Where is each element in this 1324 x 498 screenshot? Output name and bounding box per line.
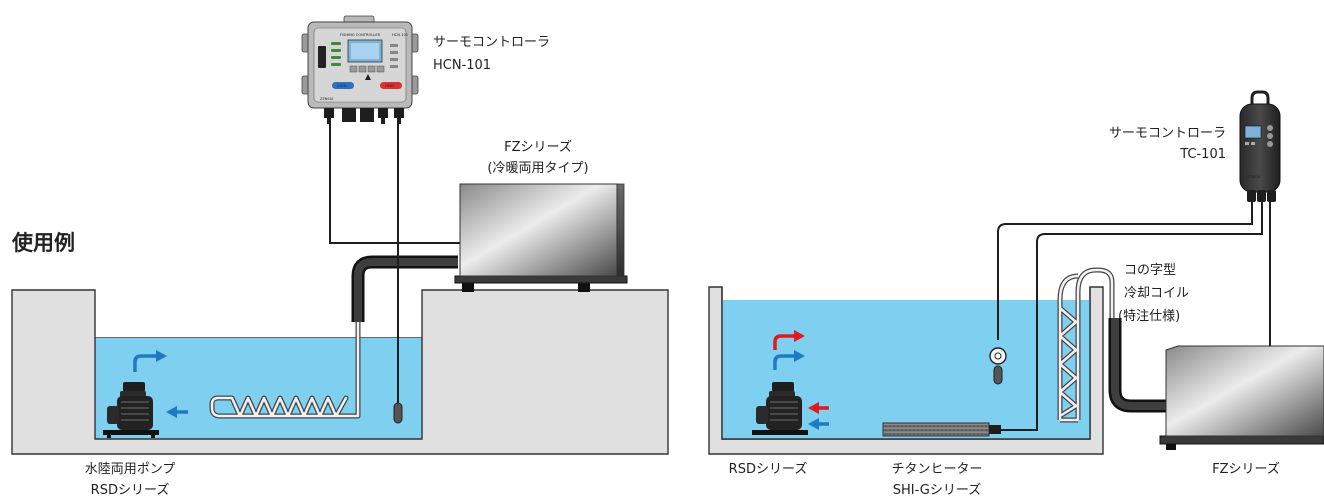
controller-panel-model: HCN-101	[392, 33, 408, 37]
right-temperature-sensor-icon	[989, 347, 1007, 385]
right-system: ZENSUI サーモコントローラ TC-101 コの字型 冷却コイル (特注仕様…	[708, 90, 1324, 498]
left-temperature-sensor-icon	[393, 402, 403, 424]
left-inflow-arrowhead-icon	[166, 406, 177, 418]
right-sensor-cable	[997, 200, 1253, 340]
left-system: FISHING CONTROLLER HCN-101 COOL HEAT ZEN…	[11, 15, 669, 498]
tc-101-label-line2: TC-101	[1179, 147, 1226, 162]
hcn-101-label-line1: サーモコントローラ	[433, 35, 550, 50]
right-outflow-red-arrowhead-icon	[794, 330, 805, 342]
u-shaped-cooling-coil	[1057, 267, 1115, 423]
right-outflow-blue-arrow-icon	[773, 354, 796, 370]
left-outflow-arrowhead-icon	[156, 350, 167, 362]
left-cooler-label-line1: FZシリーズ	[504, 139, 572, 155]
left-cooler-label-line2: (冷暖両用タイプ)	[487, 161, 588, 176]
tc-101-brand-label: ZENSUI	[1247, 175, 1260, 179]
tc-101-label-line1: サーモコントローラ	[1109, 126, 1226, 141]
left-pump-icon	[103, 382, 159, 438]
heater-label-line2: SHI-Gシリーズ	[893, 482, 981, 498]
left-pump-label-line1: 水陸両用ポンプ	[85, 461, 176, 477]
right-cooler-label: FZシリーズ	[1212, 461, 1280, 477]
controller-heat-button-label: HEAT	[385, 84, 395, 88]
page-title: 使用例	[11, 231, 75, 255]
hcn-101-controller-icon: FISHING CONTROLLER HCN-101 COOL HEAT ZEN…	[301, 15, 419, 124]
controller-panel-title: FISHING CONTROLLER	[340, 33, 381, 37]
coil-label-line2: 冷却コイル	[1124, 286, 1189, 301]
coil-label-line3: (特注仕様)	[1118, 309, 1180, 324]
controller-brand-label: ZENSUI	[320, 97, 333, 101]
left-outflow-arrow-icon	[133, 354, 158, 372]
right-heater-cable	[1001, 200, 1263, 431]
left-cooling-pipe	[209, 319, 361, 419]
hcn-101-label-line2: HCN-101	[433, 58, 491, 73]
right-pump-icon	[752, 382, 808, 435]
tc-101-controller-icon: ZENSUI	[1239, 90, 1281, 202]
controller-cool-button-label: COOL	[337, 84, 347, 88]
coil-label-line1: コの字型	[1124, 263, 1176, 278]
right-hose	[1108, 318, 1168, 413]
left-pump-label-line2: RSDシリーズ	[91, 482, 170, 498]
right-outflow-blue-arrowhead-icon	[794, 350, 805, 362]
titanium-heater-icon	[882, 422, 1001, 437]
left-cooler-unit-icon	[454, 183, 628, 292]
right-pump-label: RSDシリーズ	[729, 461, 808, 477]
left-tank	[11, 289, 669, 455]
right-cooler-unit-icon	[1159, 345, 1324, 450]
left-controller-cable	[329, 118, 460, 244]
right-outflow-red-arrow-icon	[773, 334, 796, 350]
heater-label-line1: チタンヒーター	[891, 462, 982, 477]
